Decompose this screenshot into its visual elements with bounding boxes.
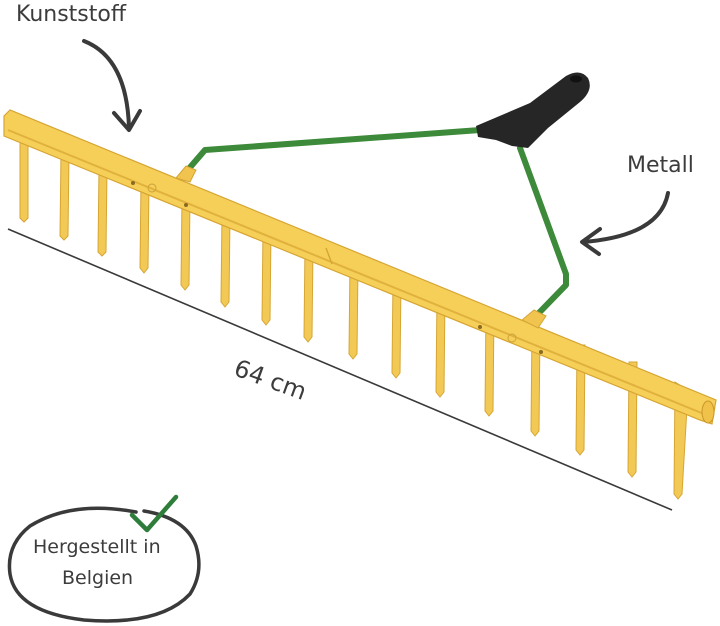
rake-head: [3, 109, 717, 425]
label-plastic: Kunststoff: [16, 2, 127, 27]
rake-tines: [19, 139, 689, 500]
metal-handle: [183, 127, 569, 321]
checkmark-icon: [129, 494, 179, 533]
badge-made-in-text: Hergestellt in: [33, 536, 161, 558]
label-metal: Metall: [627, 153, 694, 178]
curved-arrow-icon: [580, 191, 670, 256]
badge-country-text: Belgien: [62, 567, 134, 589]
handle-grip: [476, 72, 590, 148]
curved-arrow-icon: [82, 39, 142, 132]
dimension-line: [7, 228, 673, 511]
hand-drawn-circle-icon: [7, 506, 201, 623]
